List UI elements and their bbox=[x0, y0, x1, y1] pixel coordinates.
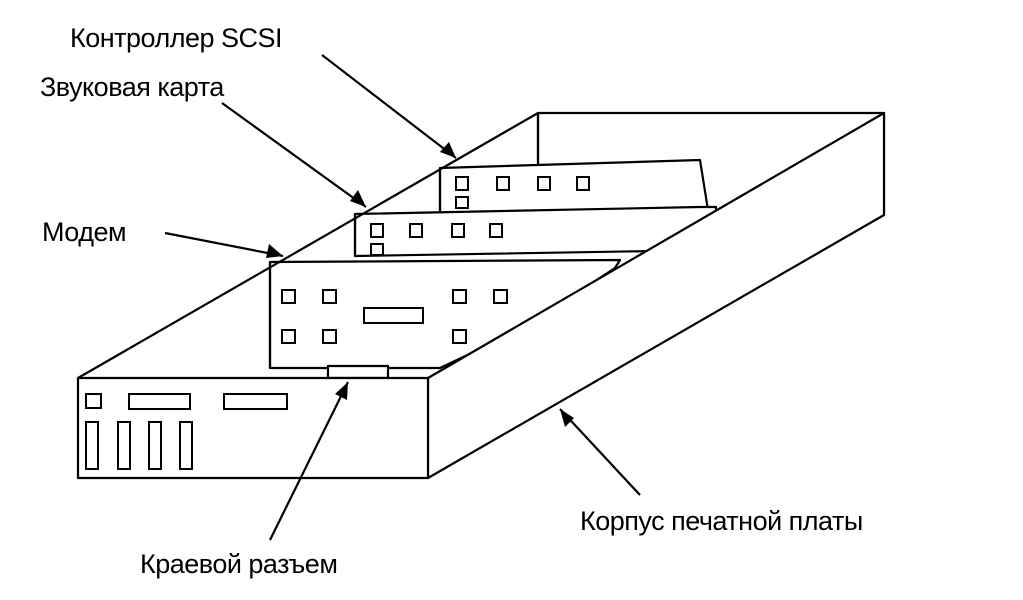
label-edge-connector: Краевой разъем bbox=[140, 549, 337, 579]
label-sound-card: Звуковая карта bbox=[40, 72, 225, 102]
arrow-modem bbox=[164, 231, 284, 258]
housing-left-wall bbox=[77, 112, 539, 379]
arrow-sound bbox=[221, 102, 367, 208]
label-modem: Модем bbox=[42, 217, 126, 247]
arrow-edge-connector bbox=[269, 381, 349, 541]
arrow-scsi bbox=[321, 54, 457, 159]
scsi-controller-card bbox=[438, 158, 710, 217]
arrow-board-housing bbox=[559, 408, 641, 496]
label-board-housing: Корпус печатной платы bbox=[580, 506, 863, 536]
edge-connector bbox=[326, 364, 390, 380]
label-scsi-controller: Контроллер SCSI bbox=[70, 23, 282, 53]
housing-front-face bbox=[76, 376, 430, 480]
